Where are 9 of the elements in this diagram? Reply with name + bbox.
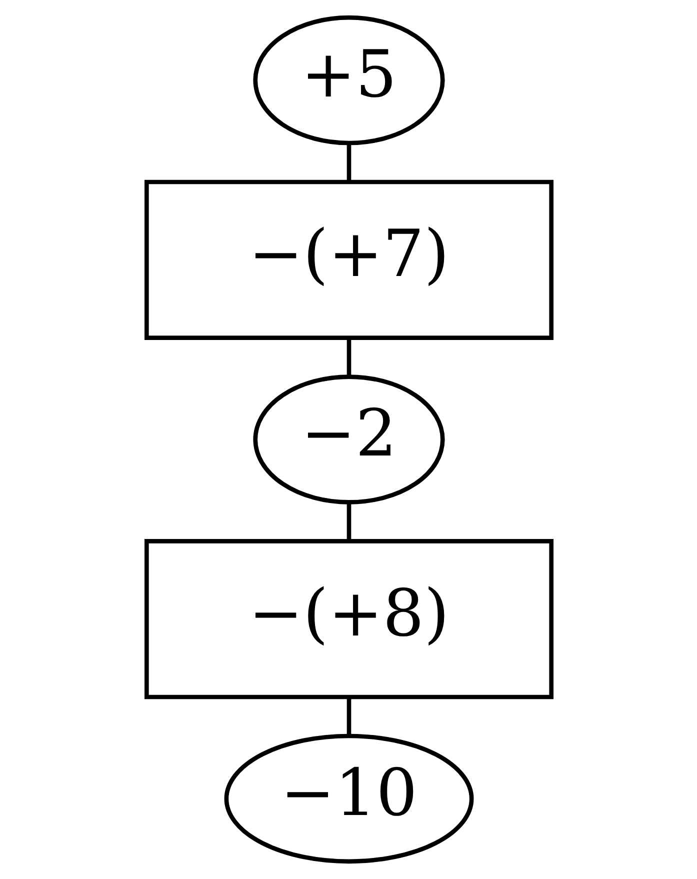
connector — [346, 502, 351, 541]
node-box: −(+8) — [144, 539, 553, 700]
node-ellipse: +5 — [252, 15, 444, 146]
connector — [346, 698, 351, 736]
node-ellipse: −2 — [252, 374, 444, 504]
connector — [346, 338, 351, 376]
connector — [346, 144, 351, 182]
node-box: −(+7) — [144, 180, 553, 340]
node-ellipse: −10 — [224, 734, 474, 864]
